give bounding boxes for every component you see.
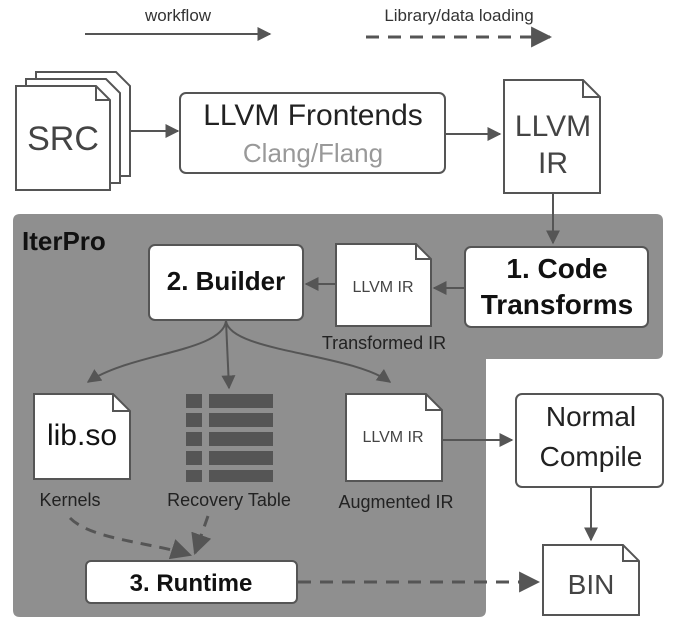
code-transforms-line1: 1. Code xyxy=(506,253,607,284)
libso-document: lib.so xyxy=(33,393,131,480)
legend-workflow-label: workflow xyxy=(144,6,212,25)
llvm-ir-document-top: LLVM IR xyxy=(503,79,601,194)
recovery-table-icon xyxy=(186,394,273,482)
llvm-frontends-title: LLVM Frontends xyxy=(203,99,423,132)
dashed-arrow-recovery-runtime xyxy=(191,515,212,555)
kernels-caption: Kernels xyxy=(39,490,100,510)
arrow-builder-augmented xyxy=(225,320,392,383)
libso-label: lib.so xyxy=(47,419,117,452)
code-transforms-line2: Transforms xyxy=(481,289,634,320)
transformed-ir-doc-label: LLVM IR xyxy=(352,279,413,296)
runtime-box xyxy=(85,560,298,604)
src-label: SRC xyxy=(27,120,99,158)
augmented-ir-document: LLVM IR xyxy=(345,393,443,482)
src-documents: SRC xyxy=(15,71,131,191)
llvm-ir-top-line2: IR xyxy=(538,147,568,180)
iterpro-label: IterPro xyxy=(22,226,106,256)
arrow-builder-libso xyxy=(86,320,227,383)
dashed-arrow-kernels-runtime xyxy=(68,516,192,560)
normal-compile-line1: Normal xyxy=(546,401,636,432)
transformed-ir-document: LLVM IR xyxy=(335,243,432,327)
builder-box xyxy=(148,244,304,321)
runtime-label: 3. Runtime xyxy=(130,570,253,597)
transformed-ir-caption: Transformed IR xyxy=(322,333,446,353)
arrow-builder-recovery xyxy=(221,320,236,390)
normal-compile-box xyxy=(515,393,664,488)
llvm-frontends-subtitle: Clang/Flang xyxy=(243,138,383,168)
augmented-ir-doc-label: LLVM IR xyxy=(362,429,423,446)
bin-label: BIN xyxy=(568,569,615,600)
llvm-frontends-box xyxy=(179,92,446,174)
bin-document: BIN xyxy=(542,544,640,616)
normal-compile-line2: Compile xyxy=(540,441,643,472)
recovery-table-caption: Recovery Table xyxy=(167,490,291,510)
augmented-ir-caption: Augmented IR xyxy=(338,492,453,512)
legend-data-loading-label: Library/data loading xyxy=(384,6,533,25)
llvm-ir-top-line1: LLVM xyxy=(515,110,591,143)
builder-label: 2. Builder xyxy=(167,266,285,296)
